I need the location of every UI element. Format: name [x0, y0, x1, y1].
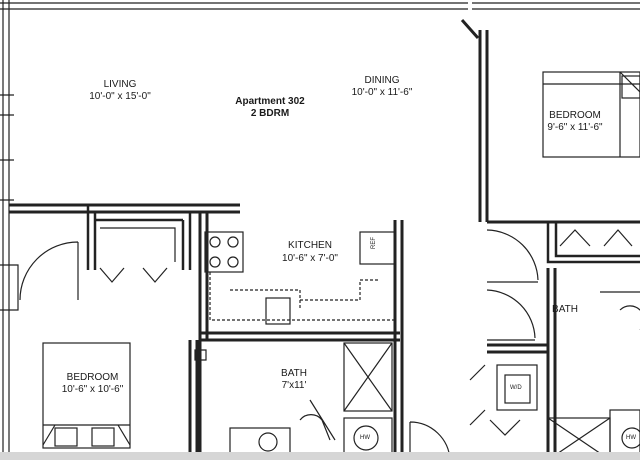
burner-2: [227, 236, 239, 248]
door-bath-east: [486, 289, 536, 341]
bedroom-sw-size: 10'-6" x 10'-6": [61, 384, 124, 395]
kitchen-label: KITCHEN: [288, 240, 332, 251]
vanity-center: [229, 427, 291, 460]
wall-kitchen-bottom: [200, 331, 400, 342]
closet-sw-doors: [99, 267, 168, 283]
window-west-2: [0, 264, 19, 311]
exterior-wall-top: [0, 2, 468, 10]
wall-kitchen-west: [198, 212, 209, 460]
wall-bath-east: [546, 268, 557, 460]
kitchen-counter: [209, 272, 395, 321]
window-west-1: [0, 94, 14, 201]
pillow-sw-2: [91, 427, 115, 447]
vanity-east: [600, 291, 640, 330]
closet-sw: [86, 205, 192, 270]
apartment-subtitle: 2 BDRM: [250, 108, 290, 119]
bed-sw-detail: [42, 424, 131, 446]
door-sw-bedroom: [19, 241, 79, 301]
vanity-center-sink: [258, 432, 278, 452]
wd-label: W/D: [510, 385, 522, 391]
bed-ne-detail: [543, 71, 640, 157]
kitchen-sink: [265, 297, 291, 325]
wall-living-south: [9, 203, 88, 214]
bath-center-label: BATH: [281, 368, 307, 379]
closet-east-doors: [559, 229, 633, 247]
burner-4: [227, 256, 239, 268]
bed-ne: [542, 71, 640, 158]
wd-unit: [504, 374, 531, 404]
hw-center-tank: [353, 425, 379, 451]
closet-sw-inner: [100, 227, 176, 262]
pillow-sw: [54, 427, 78, 447]
shower-center-x: [343, 342, 393, 412]
kitchen-size: 10'-6" x 7'-0": [282, 253, 338, 264]
apartment-title: Apartment 302: [235, 96, 305, 107]
ref-label: REF: [371, 237, 377, 249]
bedroom-ne-size: 9'-6" x 11'-6": [547, 122, 603, 133]
hw-center-label: HW: [360, 435, 370, 441]
bedroom-sw-label: BEDROOM: [66, 372, 119, 383]
exterior-wall-west: [2, 0, 10, 460]
bath-east-label: BATH: [552, 304, 578, 315]
stove: [204, 231, 244, 273]
living-label: LIVING: [103, 79, 137, 90]
hw-east-label: HW: [626, 435, 636, 441]
living-size: 10'-0" x 15'-0": [89, 91, 151, 102]
wd-closet-doors: [469, 364, 521, 436]
burner-3: [209, 256, 221, 268]
dining-size: 10'-0" x 11'-6": [351, 87, 413, 98]
bedroom-ne-label: BEDROOM: [549, 110, 601, 121]
wall-sw-bedroom-east: [188, 340, 199, 460]
wd-closet: [496, 364, 538, 411]
bed-sw: [42, 342, 131, 449]
door-center-hall: [194, 349, 207, 361]
pillow-ne: [621, 75, 640, 99]
refrigerator: [359, 231, 396, 265]
hw-east-tank: [621, 427, 640, 449]
shower-center: [343, 342, 393, 412]
door-dining-hall: [486, 229, 539, 283]
burner-1: [209, 236, 221, 248]
wall-dining-bedroom: [478, 30, 489, 222]
wall-hall-east: [487, 343, 548, 354]
wall-hall-top: [88, 203, 240, 214]
dining-label: DINING: [364, 75, 400, 86]
closet-east: [546, 222, 640, 264]
hw-east: [609, 409, 640, 460]
hw-center: [343, 417, 393, 460]
exterior-wall-top-east: [472, 2, 640, 10]
column-ne: [460, 19, 480, 39]
bath-center-size: 7'x11': [281, 380, 307, 391]
bottom-border: [0, 452, 640, 460]
toilet-center: [299, 399, 336, 441]
